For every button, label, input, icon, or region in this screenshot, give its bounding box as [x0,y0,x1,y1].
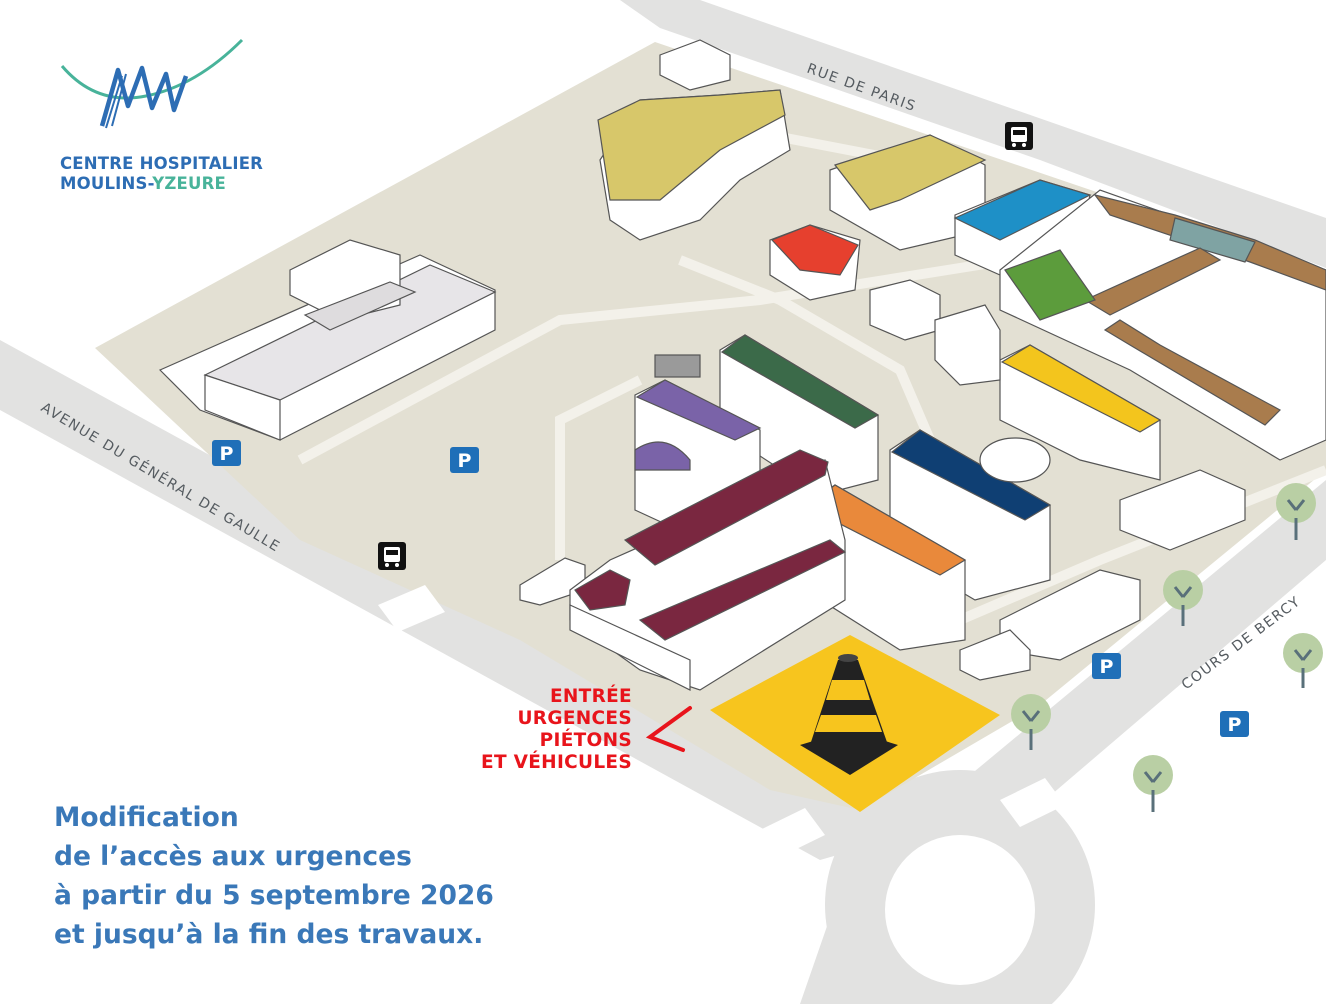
entry-line-1: ENTRÉE [549,686,632,707]
building-small-houses [659,39,941,341]
bus-stop-icon[interactable] [378,542,406,570]
tree-icon [1163,570,1203,626]
bus-stops [378,122,1033,570]
logo-line1: CENTRE HOSPITALIER [60,154,264,173]
tree-icon [1283,633,1323,688]
svg-text:P: P [458,450,472,472]
tree-icon [1011,694,1051,750]
building-red [769,224,861,301]
entry-line-4: ET VÉHICULES [481,752,632,773]
tree-icon [1276,483,1316,540]
notice-line-4: et jusqu’à la fin des travaux. [54,919,484,950]
parking-icon[interactable]: P [212,440,241,466]
road-cours-de-bercy [940,480,1326,830]
entry-line-2: URGENCES [517,708,632,729]
emergency-entry-label: ENTRÉE URGENCES PIÉTONS ET VÉHICULES [481,686,632,774]
parking-icon[interactable]: P [1220,711,1249,737]
parking-icon[interactable]: P [1092,653,1121,679]
parking-icon[interactable]: P [450,447,479,473]
svg-text:P: P [1228,714,1242,736]
parking-markers: P P P P [212,440,1249,737]
arrow-icon [645,706,692,752]
trees [1011,483,1323,812]
logo-line2-main: MOULINS- [60,174,153,193]
building-grey-block [158,239,497,441]
road-rue-de-paris [620,0,1326,268]
crosswalk-3 [1000,778,1065,827]
entry-line-3: PIÉTONS [539,730,632,751]
crosswalk-1 [378,585,445,632]
roundabout-island [885,835,1035,985]
tree-icon [1133,755,1173,812]
notice-line-1: Modification [54,802,239,833]
notice-line-3: à partir du 5 septembre 2026 [54,880,494,911]
notice-line-2: de l’accès aux urgences [54,841,412,872]
building-white-misc [519,304,1246,681]
logo-line2: MOULINS-YZEURE [60,174,226,193]
svg-text:P: P [220,443,234,465]
crosswalk-2 [760,808,825,857]
building-blue [953,179,1092,276]
hospital-logo: CENTRE HOSPITALIER MOULINS-YZEURE [56,36,263,196]
traffic-cone-icon [800,654,898,775]
building-ochre-2 [829,134,987,251]
logo-mark-icon [60,38,244,129]
building-yellow [999,344,1162,481]
crosswalks [378,585,1065,857]
logo-line2-accent: YZEURE [152,174,226,193]
building-brown-complex [999,189,1326,461]
building-ochre [597,89,791,241]
building-burgundy [569,449,847,691]
svg-text:P: P [1100,656,1114,678]
bus-stop-icon[interactable] [1005,122,1033,150]
access-change-notice: Modification de l’accès aux urgences à p… [54,798,494,954]
